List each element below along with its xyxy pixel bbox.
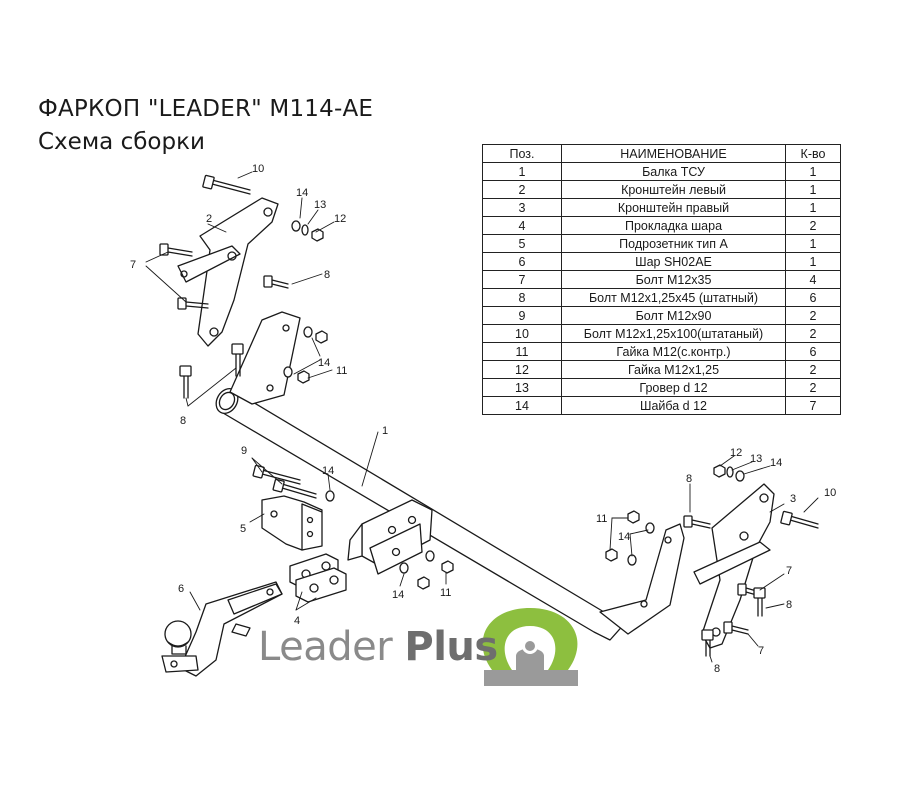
callout-label: 12: [334, 213, 346, 225]
callout-label: 13: [750, 453, 762, 465]
cell-name: Болт М12х1,25х100(штатаный): [561, 324, 786, 343]
callout-label: 7: [786, 565, 792, 577]
bolts: [159, 174, 819, 657]
callout-label: 4: [294, 615, 300, 627]
callout-label: 7: [758, 645, 764, 657]
callout-label: 1: [382, 425, 388, 437]
callout-label: 6: [178, 583, 184, 595]
leader-lines: [145, 171, 819, 663]
callout-label: 11: [596, 513, 607, 525]
cell-name: Болт М12х90: [561, 306, 786, 325]
left-bracket: [177, 197, 279, 347]
callout-label: 10: [252, 163, 264, 175]
cell-name: Подрозетник тип А: [561, 234, 786, 253]
socket-plate: [261, 495, 323, 551]
callout-label: 14: [318, 357, 330, 369]
callout-label: 14: [392, 589, 404, 601]
callout-label: 14: [322, 465, 334, 477]
callout-label: 2: [206, 213, 212, 225]
callout-label: 8: [180, 415, 186, 427]
cell-name: Кронштейн левый: [561, 180, 786, 199]
page-title: ФАРКОП "LEADER" М114-АЕ: [38, 96, 374, 122]
tow-beam: [215, 311, 685, 641]
brand-wordmark: Leader Plus: [258, 624, 498, 670]
cell-name: Шар SH02AE: [561, 252, 786, 271]
parts-table-header-row: Поз. НАИМЕНОВАНИЕ К-во: [482, 144, 841, 163]
callout-label: 11: [440, 587, 451, 599]
callout-labels: 10 14 13 12 2 7 8 14 11 8 1 9 14 5 6 4 1…: [130, 163, 836, 675]
callout-label: 13: [314, 199, 326, 211]
brand-name-regular: Leader: [258, 624, 393, 670]
callout-label: 12: [730, 447, 742, 459]
callout-label: 9: [241, 445, 247, 457]
callout-label: 8: [686, 473, 692, 485]
callout-label: 11: [336, 365, 347, 377]
col-header-pos: Поз.: [482, 144, 562, 163]
callout-label: 8: [324, 269, 330, 281]
callout-label: 14: [770, 457, 782, 469]
right-bracket: [693, 483, 775, 649]
cell-name: Прокладка шара: [561, 216, 786, 235]
callout-label: 5: [240, 523, 246, 535]
brand-name-bold: Plus: [404, 624, 498, 670]
callout-label: 10: [824, 487, 836, 499]
nuts-and-washers: [283, 220, 745, 590]
callout-label: 8: [786, 599, 792, 611]
callout-label: 14: [296, 187, 308, 199]
page-subtitle: Схема сборки: [38, 129, 205, 155]
callout-label: 7: [130, 259, 136, 271]
ball-shims: [289, 553, 347, 603]
callout-label: 8: [714, 663, 720, 675]
cell-pos: 14: [482, 396, 562, 415]
callout-label: 3: [790, 493, 796, 505]
tow-ball: [161, 581, 283, 677]
brand-logo-icon: [482, 608, 578, 686]
callout-label: 14: [618, 531, 630, 543]
cell-qty: 7: [785, 396, 841, 415]
cell-pos: 11: [482, 342, 562, 361]
cell-qty: 1: [785, 234, 841, 253]
